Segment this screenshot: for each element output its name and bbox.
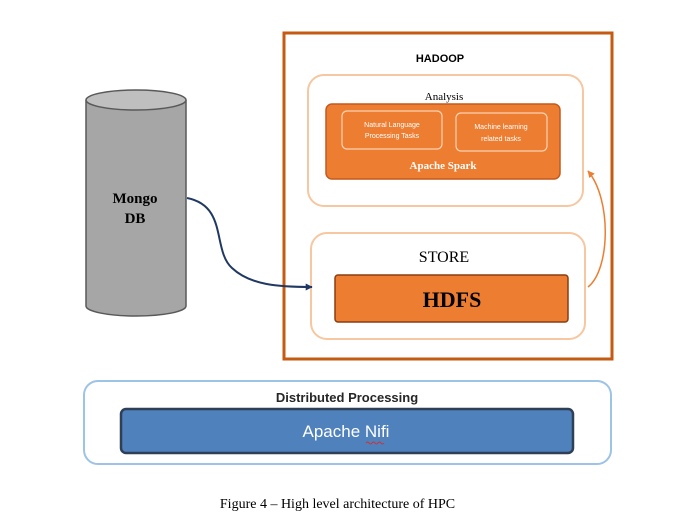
hdfs-to-analysis-arrow	[587, 170, 606, 288]
hadoop-title: HADOOP	[416, 53, 464, 65]
distributed-processing-title: Distributed Processing	[276, 390, 418, 405]
mongodb-to-hdfs-arrow	[186, 197, 313, 291]
nlp-tasks-box	[341, 110, 443, 150]
spellcheck-squiggle	[365, 441, 385, 445]
mongodb-cylinder: Mongo DB	[85, 89, 187, 317]
apache-spark-label: Apache Spark	[410, 160, 478, 172]
ml-tasks-line2: related tasks	[481, 136, 521, 143]
mongodb-label-line1: Mongo	[113, 191, 158, 207]
mongodb-label-line2: DB	[125, 211, 146, 227]
hdfs-label: HDFS	[423, 287, 482, 312]
hdfs-box	[334, 274, 569, 323]
analysis-title: Analysis	[425, 91, 464, 103]
store-title: STORE	[419, 249, 469, 266]
figure-caption: Figure 4 – High level architecture of HP…	[219, 497, 456, 512]
apache-nifi-box	[119, 407, 575, 455]
nlp-tasks-line1: Natural Language	[364, 122, 420, 129]
apache-nifi-label: Apache Nifi	[303, 422, 390, 441]
nlp-tasks-line2: Processing Tasks	[365, 133, 420, 140]
ml-tasks-line1: Machine learning	[474, 124, 527, 131]
ml-tasks-box	[455, 112, 548, 152]
